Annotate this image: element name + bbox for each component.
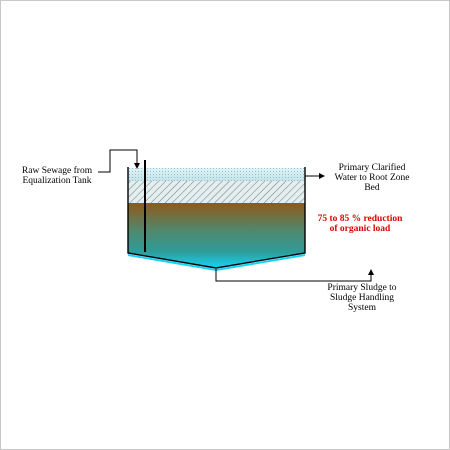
- reduction-label-line-1: 75 to 85 % reduction: [317, 214, 403, 224]
- outlet-arrowhead: [319, 173, 325, 179]
- reduction-label-line-2: of organic load: [329, 224, 391, 234]
- outlet-label-line-1: Primary Clarified: [338, 163, 406, 173]
- tank-outline: [127, 167, 306, 269]
- outlet-label: Primary Clarified Water to Root Zone Bed: [318, 163, 426, 193]
- inlet-label-line-1: Raw Sewage from: [21, 166, 93, 176]
- sludge-label-line-2: Sludge Handling: [329, 293, 395, 303]
- inlet-arrowhead: [134, 163, 140, 169]
- outlet-label-line-2: Water to Root Zone: [334, 173, 410, 183]
- clear-water-dots: [128, 168, 305, 181]
- inlet-pipe: [98, 149, 138, 173]
- sludge-gradient-zone: [128, 203, 305, 268]
- sludge-arrowhead: [368, 269, 374, 275]
- hatched-zone-lines: [128, 181, 305, 203]
- outlet-label-line-3: Bed: [364, 183, 380, 193]
- inlet-label: Raw Sewage from Equalization Tank: [8, 166, 106, 186]
- reduction-label: 75 to 85 % reduction of organic load: [310, 214, 410, 234]
- sludge-label-line-3: System: [348, 303, 376, 313]
- inlet-label-line-2: Equalization Tank: [22, 176, 92, 186]
- sludge-label-line-1: Primary Sludge to: [327, 283, 397, 293]
- sludge-pipe: [215, 269, 372, 282]
- sludge-label: Primary Sludge to Sludge Handling System: [310, 283, 414, 313]
